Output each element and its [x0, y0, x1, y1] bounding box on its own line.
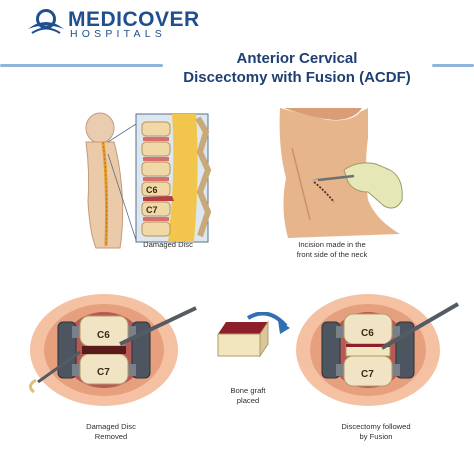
- scalpel-hand-icon: [310, 162, 403, 209]
- title-rule-left: [0, 64, 163, 67]
- medicover-logo: [26, 9, 66, 37]
- damaged-disc-illustration: C6 C7: [76, 112, 216, 250]
- brand-name: MEDICOVER: [68, 8, 200, 31]
- caption-damaged-disc: Damaged Disc: [143, 240, 193, 249]
- brand-subtitle: HOSPITALS: [70, 28, 166, 40]
- logo-emblem-icon: [28, 9, 64, 34]
- vertebra-label-c7: C7: [97, 367, 110, 378]
- vertebra-label-c6: C6: [361, 328, 374, 339]
- neck-incision-illustration: [272, 108, 412, 240]
- fusion-illustration: C6 C7: [286, 286, 466, 408]
- title-rule-right: [432, 64, 474, 67]
- caption-disc-removed-line-2: Removed: [94, 432, 128, 441]
- cervical-spine-zoom: [135, 113, 212, 243]
- human-figure-icon: [85, 112, 124, 249]
- caption-incision-line-2: front side of the neck: [296, 250, 368, 259]
- caption-incision-line-1: Incision made in the: [298, 240, 366, 249]
- caption-fusion-line-1: Discectomy followed: [341, 422, 411, 431]
- incision-line: [313, 181, 335, 203]
- vertebra-label-c7: C7: [361, 369, 374, 380]
- bone-graft-illustration: [212, 311, 292, 370]
- caption-bone-graft-line-1: Bone graft: [230, 386, 266, 395]
- vertebra-label-c6: C6: [97, 330, 110, 341]
- arrow-icon: [246, 311, 288, 328]
- disc-removed-illustration: C6 C7: [20, 286, 204, 408]
- page-title-line-1: Anterior Cervical: [236, 50, 358, 67]
- caption-fusion-line-2: by Fusion: [359, 432, 393, 441]
- caption-disc-removed-line-1: Damaged Disc: [86, 422, 136, 431]
- page-title-line-2: Discectomy with Fusion (ACDF): [183, 69, 411, 86]
- vertebra-label-c7: C7: [146, 205, 158, 215]
- vertebra-label-c6: C6: [146, 185, 158, 195]
- caption-bone-graft-line-2: placed: [236, 396, 260, 405]
